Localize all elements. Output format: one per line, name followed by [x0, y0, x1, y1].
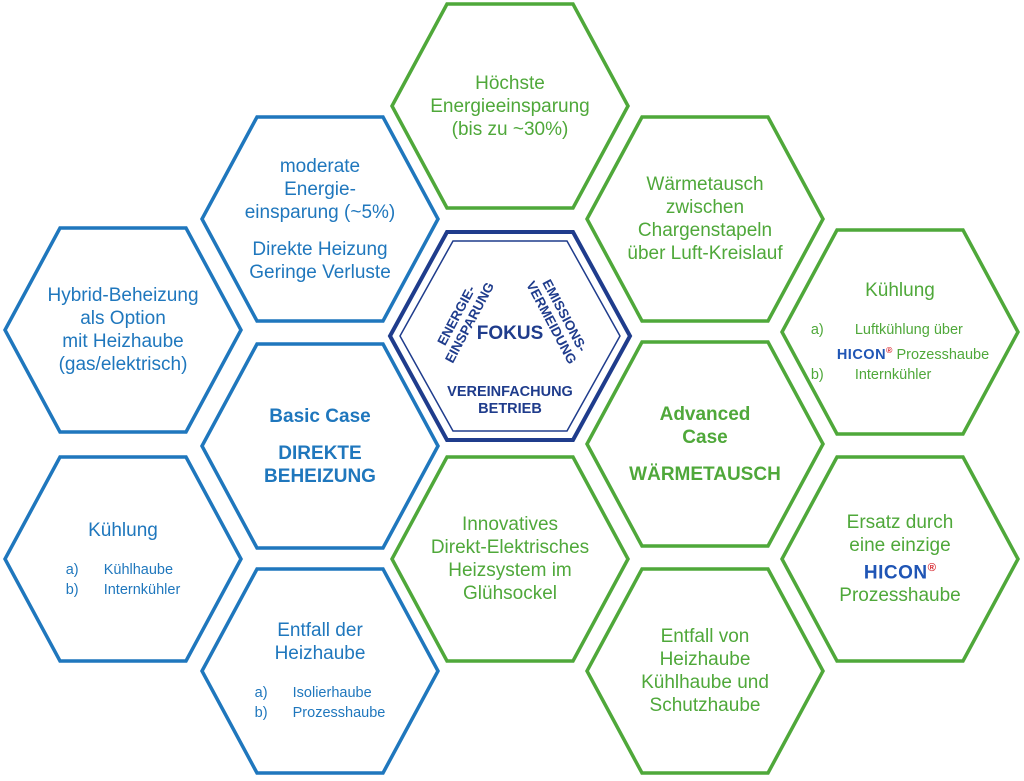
hex-shape — [780, 455, 1020, 663]
kuehlung-options: a) Kühlhaube b) Internkühler — [65, 561, 181, 598]
hex-shape — [200, 115, 440, 323]
label-fokus: FOKUS — [476, 323, 544, 344]
hex-shape — [390, 2, 630, 210]
hex-fokus: ENERGIE- EINSPARUNG EMISSIONS- VERMEIDUN… — [387, 230, 633, 442]
hex-entfall-heizhaube-kuehlhaube: Entfall von Heizhaube Kühlhaube und Schu… — [585, 567, 825, 775]
hex-waermetausch-chargenstapel: Wärmetausch zwischen Chargenstapeln über… — [585, 115, 825, 323]
hex-shape — [585, 567, 825, 775]
hex-shape — [780, 228, 1020, 436]
hex-kuehlung-basic: Kühlung a) Kühlhaube b) Internkühler — [3, 455, 243, 663]
hex-shape — [585, 115, 825, 323]
hex-hoechste-energieeinsparung: Höchste Energieeinsparung (bis zu ~30%) — [390, 2, 630, 210]
hex-shape — [585, 340, 825, 548]
hex-moderate-energieeinsparung: moderate Energie- einsparung (~5%) Direk… — [200, 115, 440, 323]
hex-shape — [3, 226, 243, 434]
label-vereinfachung-betrieb: VEREINFACHUNG BETRIEB — [447, 384, 573, 417]
kuehlung-advanced-options: a) Luftkühlung über HICON® Prozesshaube … — [810, 322, 990, 383]
hicon-logo: HICON — [863, 562, 928, 584]
hex-kuehlung-advanced: Kühlung a) Luftkühlung über HICON® Proze… — [780, 228, 1020, 436]
hex-ersatz-hicon: Ersatz durch eine einzige HICON® Prozess… — [780, 455, 1020, 663]
hex-advanced-case: Advanced Case WÄRMETAUSCH — [585, 340, 825, 548]
hex-basic-case: Basic Case DIREKTE BEHEIZUNG — [200, 342, 440, 550]
hicon-logo: HICON — [836, 346, 887, 363]
hex-innovatives-heizsystem: Innovatives Direkt-Elektrisches Heizsyst… — [390, 455, 630, 663]
hex-hybrid-beheizung: Hybrid-Beheizung als Option mit Heizhaub… — [3, 226, 243, 434]
hex-fokus-shape — [387, 230, 633, 442]
hex-shape — [390, 455, 630, 663]
hex-shape — [3, 455, 243, 663]
hex-entfall-heizhaube: Entfall der Heizhaube a) Isolierhaube b)… — [200, 567, 440, 775]
hex-shape — [200, 567, 440, 775]
entfall-options: a) Isolierhaube b) Prozesshaube — [254, 685, 386, 721]
hex-shape — [200, 342, 440, 550]
